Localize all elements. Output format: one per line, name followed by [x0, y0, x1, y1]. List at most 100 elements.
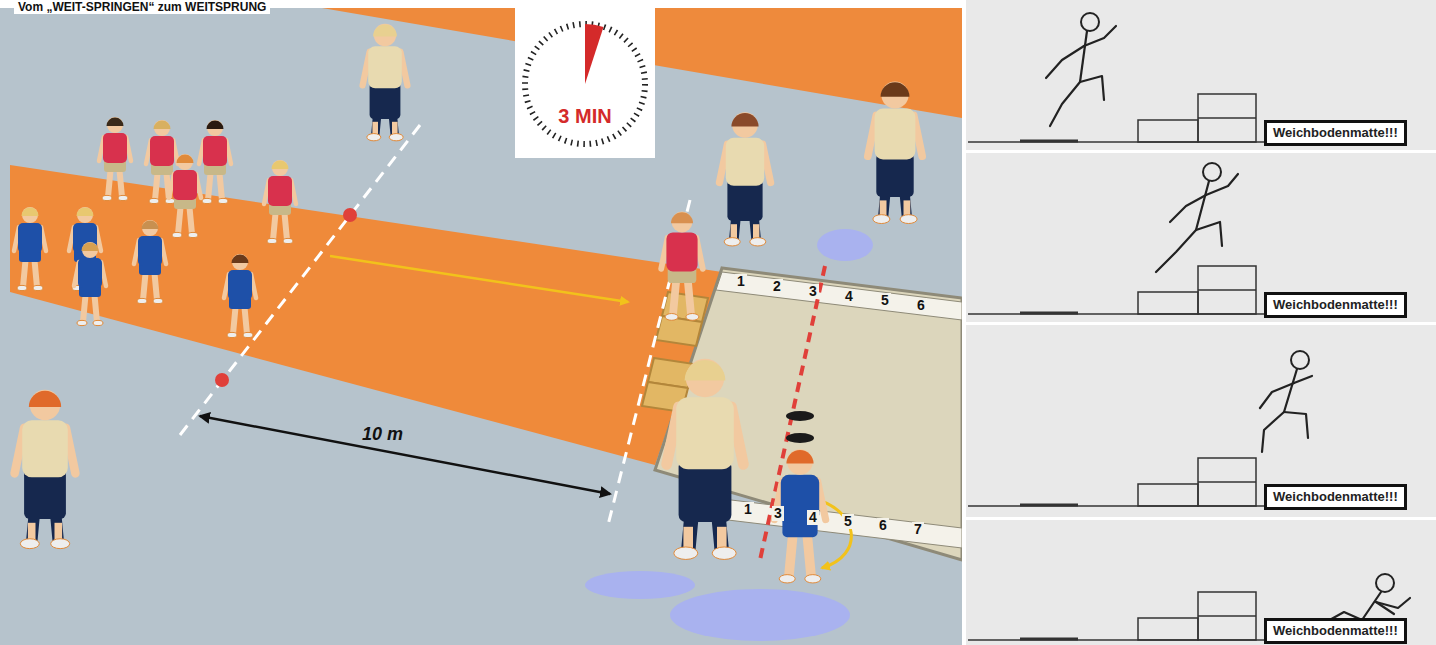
box-step	[1198, 592, 1256, 640]
mat-note-box: Weichbodenmatte!!!	[1264, 618, 1407, 644]
shoe	[873, 215, 890, 224]
stick-limb	[1080, 31, 1087, 82]
stick-limb	[1170, 195, 1206, 222]
stick-figures	[968, 13, 1410, 640]
shoe	[243, 332, 253, 337]
hall-floor-part	[0, 8, 962, 645]
sequence-panels-part	[966, 0, 1436, 150]
hair	[142, 221, 159, 230]
box-step	[1198, 94, 1256, 142]
ankle	[683, 527, 693, 549]
stick-figure	[1046, 13, 1116, 126]
box-step	[1138, 120, 1198, 142]
box-step	[1198, 481, 1256, 483]
hall-floor-part	[10, 165, 722, 465]
hair	[731, 113, 758, 127]
mat-note-text: Weichbodenmatte!!!	[1273, 125, 1398, 141]
mat-number: 6	[915, 298, 927, 313]
head	[732, 112, 758, 138]
marking-lines-part	[330, 256, 628, 302]
stick-limb	[1084, 26, 1116, 46]
stick-limb	[1046, 46, 1084, 78]
marking-lines-part	[343, 208, 357, 222]
stick-head	[1203, 163, 1221, 181]
ankle	[372, 122, 378, 135]
people	[14, 24, 922, 583]
takeoff-board	[1020, 638, 1078, 641]
shoe	[17, 285, 27, 290]
marking-lines-part	[180, 125, 420, 435]
shoe	[118, 195, 128, 200]
hair	[77, 208, 94, 217]
hair	[881, 82, 910, 96]
box-step	[1138, 484, 1198, 506]
sequence-panels-part	[966, 153, 1436, 322]
stick-limb	[1050, 82, 1080, 126]
shirt	[22, 420, 68, 477]
stick-head	[1081, 13, 1099, 31]
box-step	[1138, 618, 1198, 640]
stick-head	[1291, 351, 1309, 369]
shirt	[726, 138, 764, 186]
head	[77, 207, 93, 223]
marking-lines-part	[215, 373, 229, 387]
box-step	[1198, 615, 1256, 617]
person-figure	[224, 254, 256, 338]
head	[374, 24, 396, 46]
shoe	[367, 134, 381, 141]
mat-number: 6	[877, 518, 889, 533]
shirt	[78, 258, 102, 288]
person-figure	[661, 212, 703, 321]
head	[142, 220, 158, 236]
landing-mat	[655, 266, 962, 560]
sequence-panels-part	[962, 0, 1436, 645]
diagram-title: Vom „WEIT-SPRINGEN“ zum WEITSPRUNG	[14, 0, 270, 14]
head	[207, 120, 223, 136]
panel-scene	[968, 458, 1264, 506]
box-step	[1198, 117, 1256, 119]
person-figure	[14, 207, 46, 291]
marking-lines	[180, 125, 851, 568]
hair	[272, 161, 289, 170]
hair	[177, 155, 194, 164]
stick-limb	[1294, 376, 1312, 383]
stick-limb	[1196, 181, 1209, 230]
landing-mat-part	[655, 268, 962, 560]
person-figure	[264, 160, 296, 244]
mat-number: 4	[843, 289, 855, 304]
panel-scene	[968, 266, 1264, 314]
head	[154, 120, 170, 136]
shoe	[674, 547, 698, 559]
person-figure	[868, 81, 922, 223]
panel-scene	[968, 94, 1264, 142]
head	[22, 207, 38, 223]
shoe	[149, 198, 159, 203]
mat-number: 5	[842, 514, 854, 529]
person-figure	[169, 154, 201, 238]
stick-limb	[1284, 412, 1308, 438]
clock-wedge	[585, 24, 604, 84]
shirt	[150, 136, 174, 166]
shoe	[900, 215, 917, 224]
mat-note-text: Weichbodenmatte!!!	[1273, 489, 1398, 505]
ankle	[880, 200, 887, 215]
person-figure	[199, 120, 231, 204]
takeoff-boxes-part	[656, 316, 702, 346]
head	[30, 390, 60, 420]
mat-number: 2	[771, 279, 783, 294]
stick-limb	[1156, 230, 1196, 272]
shoe	[712, 547, 736, 559]
shirt	[676, 397, 734, 469]
panel-scene	[968, 592, 1264, 640]
shoe	[51, 539, 70, 549]
head	[672, 212, 693, 233]
hall-floor-part	[585, 571, 695, 599]
takeoff-board	[1020, 312, 1078, 315]
person-figure	[719, 112, 770, 246]
timer-box: 3 MIN	[515, 8, 655, 158]
stick-limb	[1080, 76, 1104, 100]
hair	[671, 212, 693, 223]
mat-note-text: Weichbodenmatte!!!	[1273, 623, 1398, 639]
